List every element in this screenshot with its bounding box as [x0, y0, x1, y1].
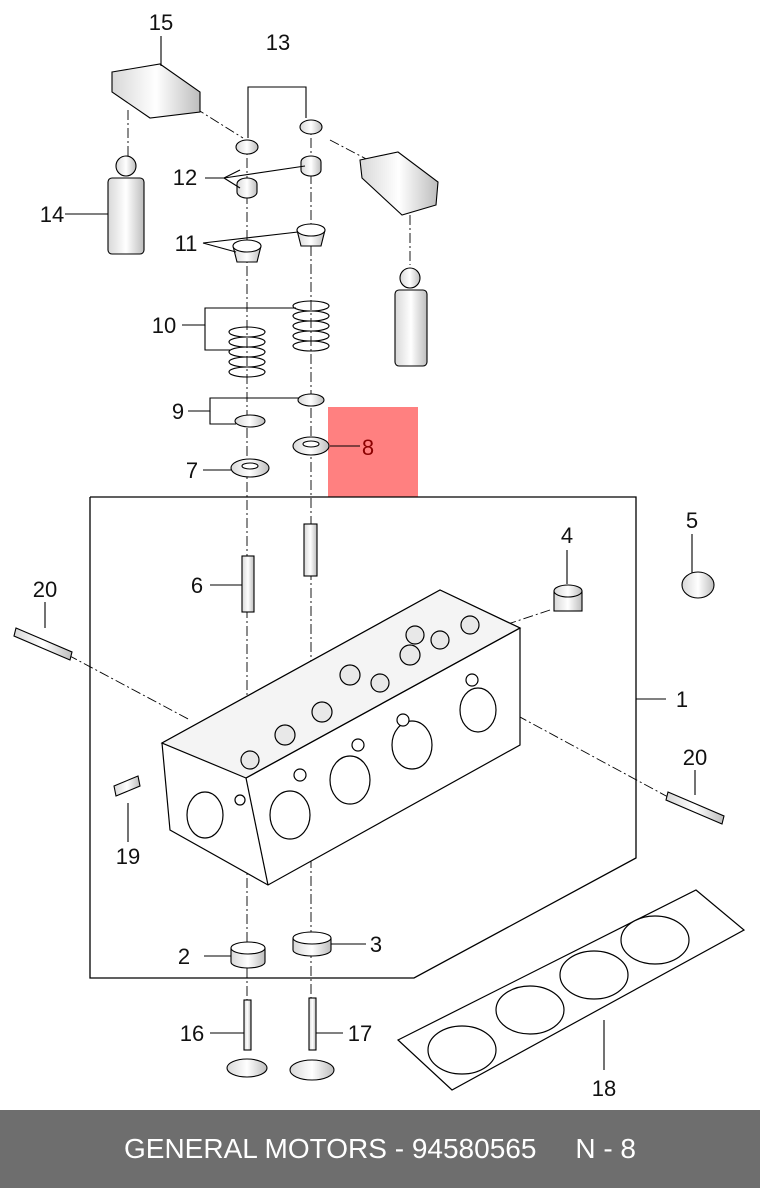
callout-3: 3: [370, 932, 382, 957]
callout-1: 1: [676, 687, 688, 712]
footer-page-ref: N - 8: [575, 1133, 636, 1164]
callout-20-left: 20: [33, 577, 57, 602]
plugs: [553, 571, 715, 612]
callout-2: 2: [178, 944, 190, 969]
callout-13: 13: [266, 30, 290, 55]
footer-gap: [536, 1133, 575, 1165]
footer-separator: -: [386, 1133, 412, 1164]
callout-17: 17: [348, 1021, 372, 1046]
footer-bar: GENERAL MOTORS - 94580565 N - 8: [0, 1110, 760, 1188]
valvetrain-left: [228, 139, 270, 613]
leader-lines: [44, 36, 696, 1070]
lifters: [107, 155, 428, 367]
footer-part-number: 94580565: [411, 1133, 537, 1164]
callout-10: 10: [152, 313, 176, 338]
rocker-arms: [111, 63, 439, 216]
callout-19: 19: [116, 844, 140, 869]
callout-12: 12: [173, 165, 197, 190]
callout-5: 5: [686, 508, 698, 533]
callout-11: 11: [175, 231, 198, 256]
axis-lines: [67, 107, 669, 1000]
callout-14: 14: [40, 202, 64, 227]
callout-9: 9: [172, 399, 184, 424]
callout-20-right: 20: [683, 745, 707, 770]
assembly-frame: [89, 496, 637, 979]
lower-valve-parts: [226, 931, 335, 1081]
cylinder-head: [160, 589, 522, 886]
callouts: 15 13 12 14 11 10 9 8 7 4 5 6 20 1 20 19…: [33, 10, 707, 1101]
callout-8: 8: [362, 435, 374, 460]
valvetrain-right: [292, 119, 330, 577]
callout-18: 18: [592, 1076, 616, 1101]
callout-6: 6: [191, 573, 203, 598]
footer-brand: GENERAL MOTORS: [124, 1133, 387, 1164]
cylinder-head-exploded-diagram: 15 13 12 14 11 10 9 8 7 4 5 6 20 1 20 19…: [13, 10, 746, 1101]
callout-7: 7: [186, 458, 198, 483]
head-gasket: [396, 889, 746, 1091]
callout-15: 15: [149, 10, 173, 35]
studs: [13, 627, 725, 825]
callout-4: 4: [561, 523, 573, 548]
highlight-box: [328, 407, 418, 497]
callout-16: 16: [180, 1021, 204, 1046]
